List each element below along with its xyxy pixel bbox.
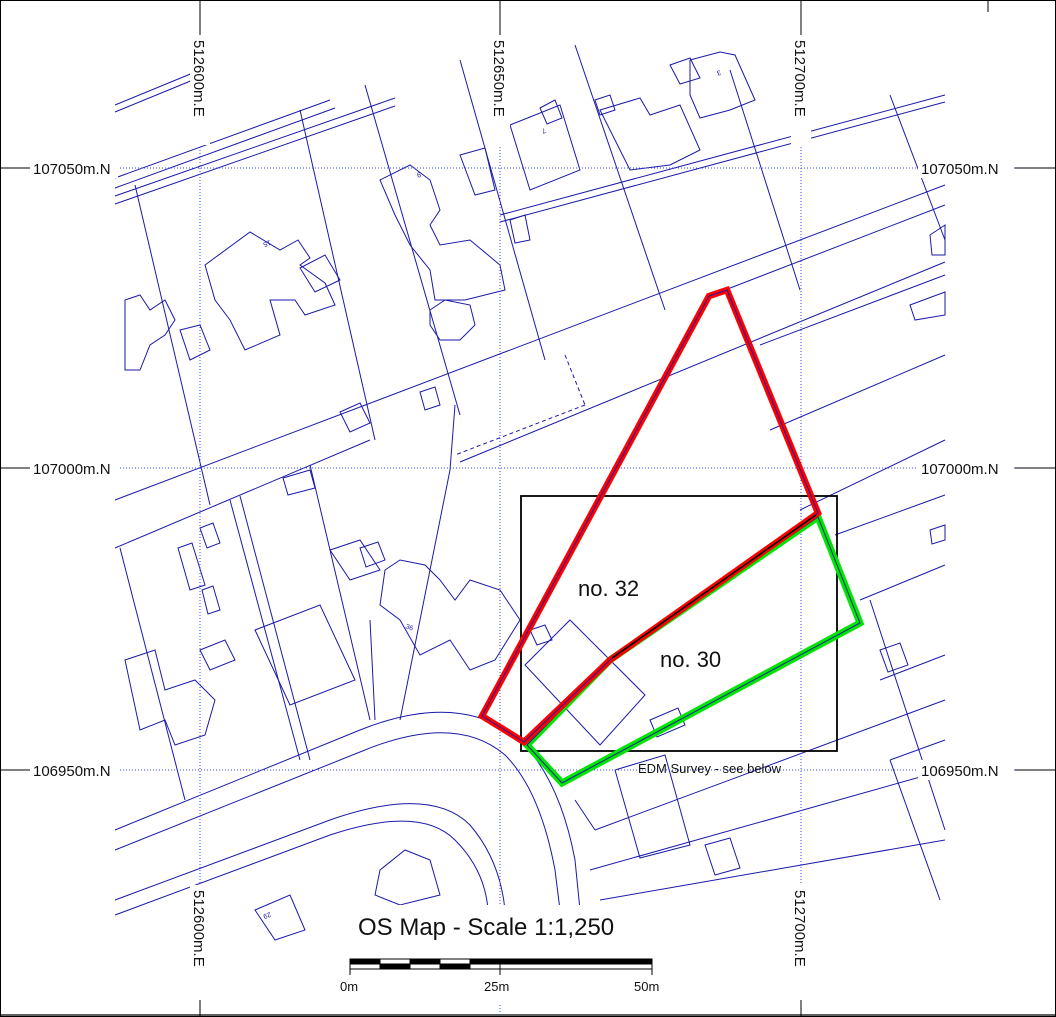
house-number-9: 9 (416, 170, 422, 178)
plot-32-boundary-inner (481, 289, 819, 743)
northing-label-right-107000: 107000m.N (921, 461, 999, 478)
easting-label-bottom-512600: 512600m.E (190, 890, 207, 967)
house-number-36: 36 (404, 623, 414, 632)
northing-label-left-106950: 106950m.N (33, 763, 111, 780)
scale-label-50m: 50m (634, 979, 659, 994)
house-number-29: 29 (262, 910, 272, 919)
grid-labels: 512600m.E 512650m.E 512700m.E 512600m.E … (30, 35, 1014, 1000)
house-numbers: 3 7 9 15 36 29 (262, 68, 722, 919)
easting-label-512650: 512650m.E (490, 40, 507, 117)
scale-label-25m: 25m (484, 979, 509, 994)
house-number-7: 7 (541, 126, 547, 134)
plot-30-label: no. 30 (660, 647, 721, 672)
map-title: OS Map - Scale 1:1,250 (358, 914, 614, 941)
scale-label-0m: 0m (340, 979, 358, 994)
northing-label-right-106950: 106950m.N (921, 763, 999, 780)
easting-label-512700: 512700m.E (791, 40, 808, 117)
house-number-15: 15 (262, 238, 272, 247)
northing-label-right-107050: 107050m.N (921, 161, 999, 178)
plot-32-label: no. 32 (578, 576, 639, 601)
edm-survey-label: EDM Survey - see below (638, 761, 782, 776)
map-linework (114, 44, 946, 941)
edm-survey-box (520, 495, 838, 752)
scale-panel: OS Map - Scale 1:1,250 0m 25m 50m (325, 905, 680, 1005)
northing-label-left-107050: 107050m.N (33, 161, 111, 178)
easting-label-512600: 512600m.E (190, 40, 207, 117)
scale-bar (349, 958, 653, 975)
easting-label-bottom-512700: 512700m.E (791, 890, 808, 967)
house-number-3: 3 (716, 68, 722, 76)
northing-label-left-107000: 107000m.N (33, 461, 111, 478)
